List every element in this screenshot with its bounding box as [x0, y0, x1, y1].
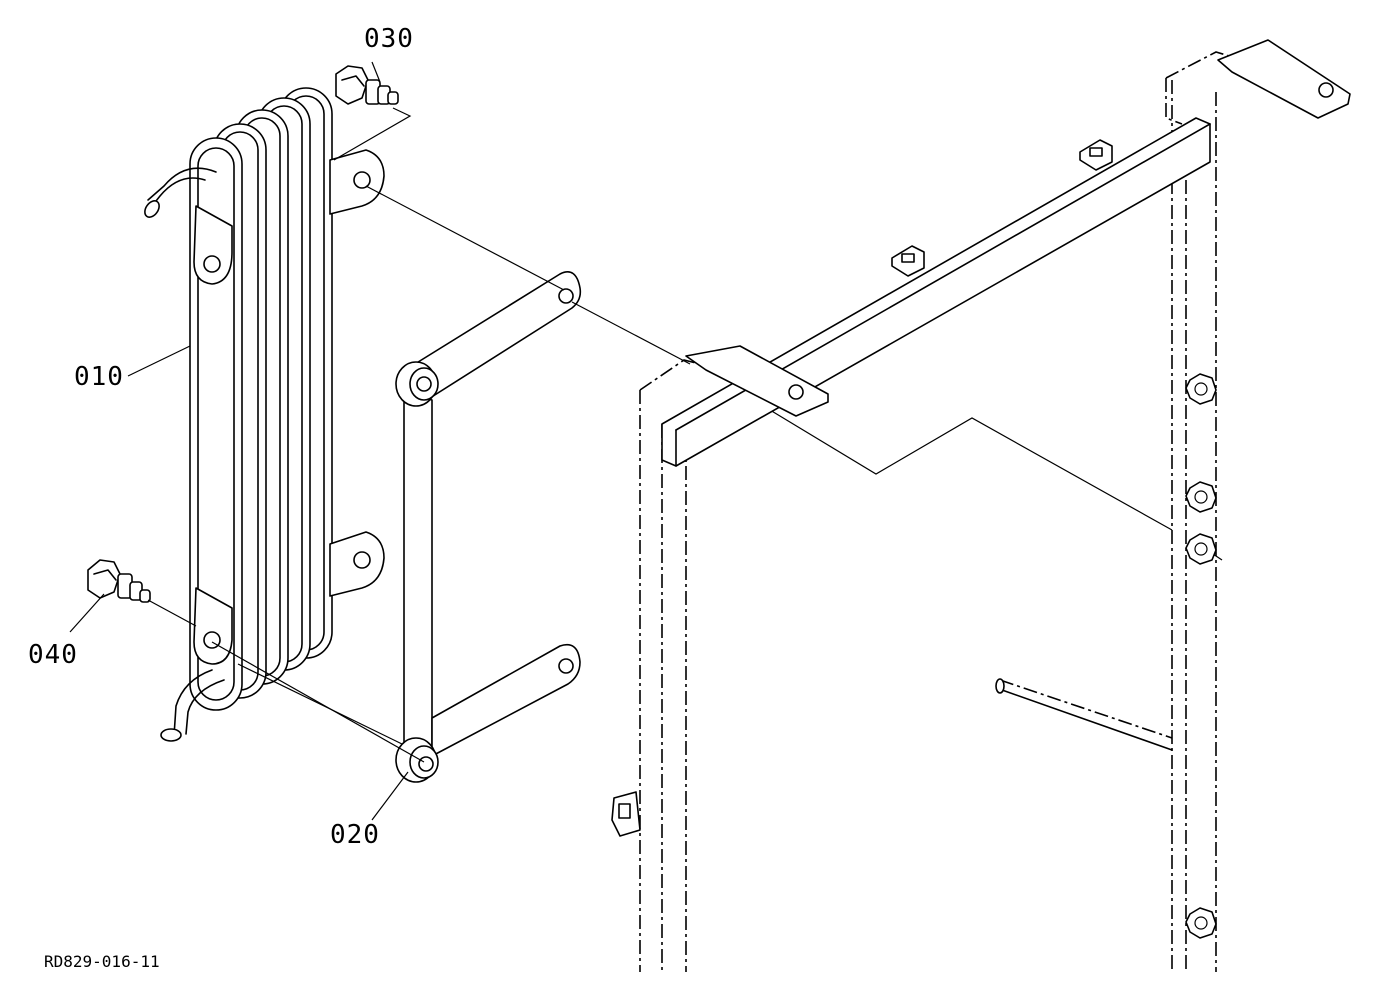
assembly-lines [211, 185, 1223, 763]
drawing-reference: RD829-016-11 [44, 952, 160, 971]
oil-cooler[interactable] [142, 87, 385, 742]
fitting-040[interactable] [87, 559, 197, 627]
bracket-020[interactable] [395, 271, 582, 783]
radiator-frame [611, 39, 1351, 972]
leader-lines [69, 61, 409, 821]
callout-010: 010 [74, 362, 124, 392]
callout-020: 020 [330, 820, 380, 850]
callout-030: 030 [364, 24, 414, 54]
fitting-030[interactable] [333, 65, 412, 161]
callout-040: 040 [28, 640, 78, 670]
